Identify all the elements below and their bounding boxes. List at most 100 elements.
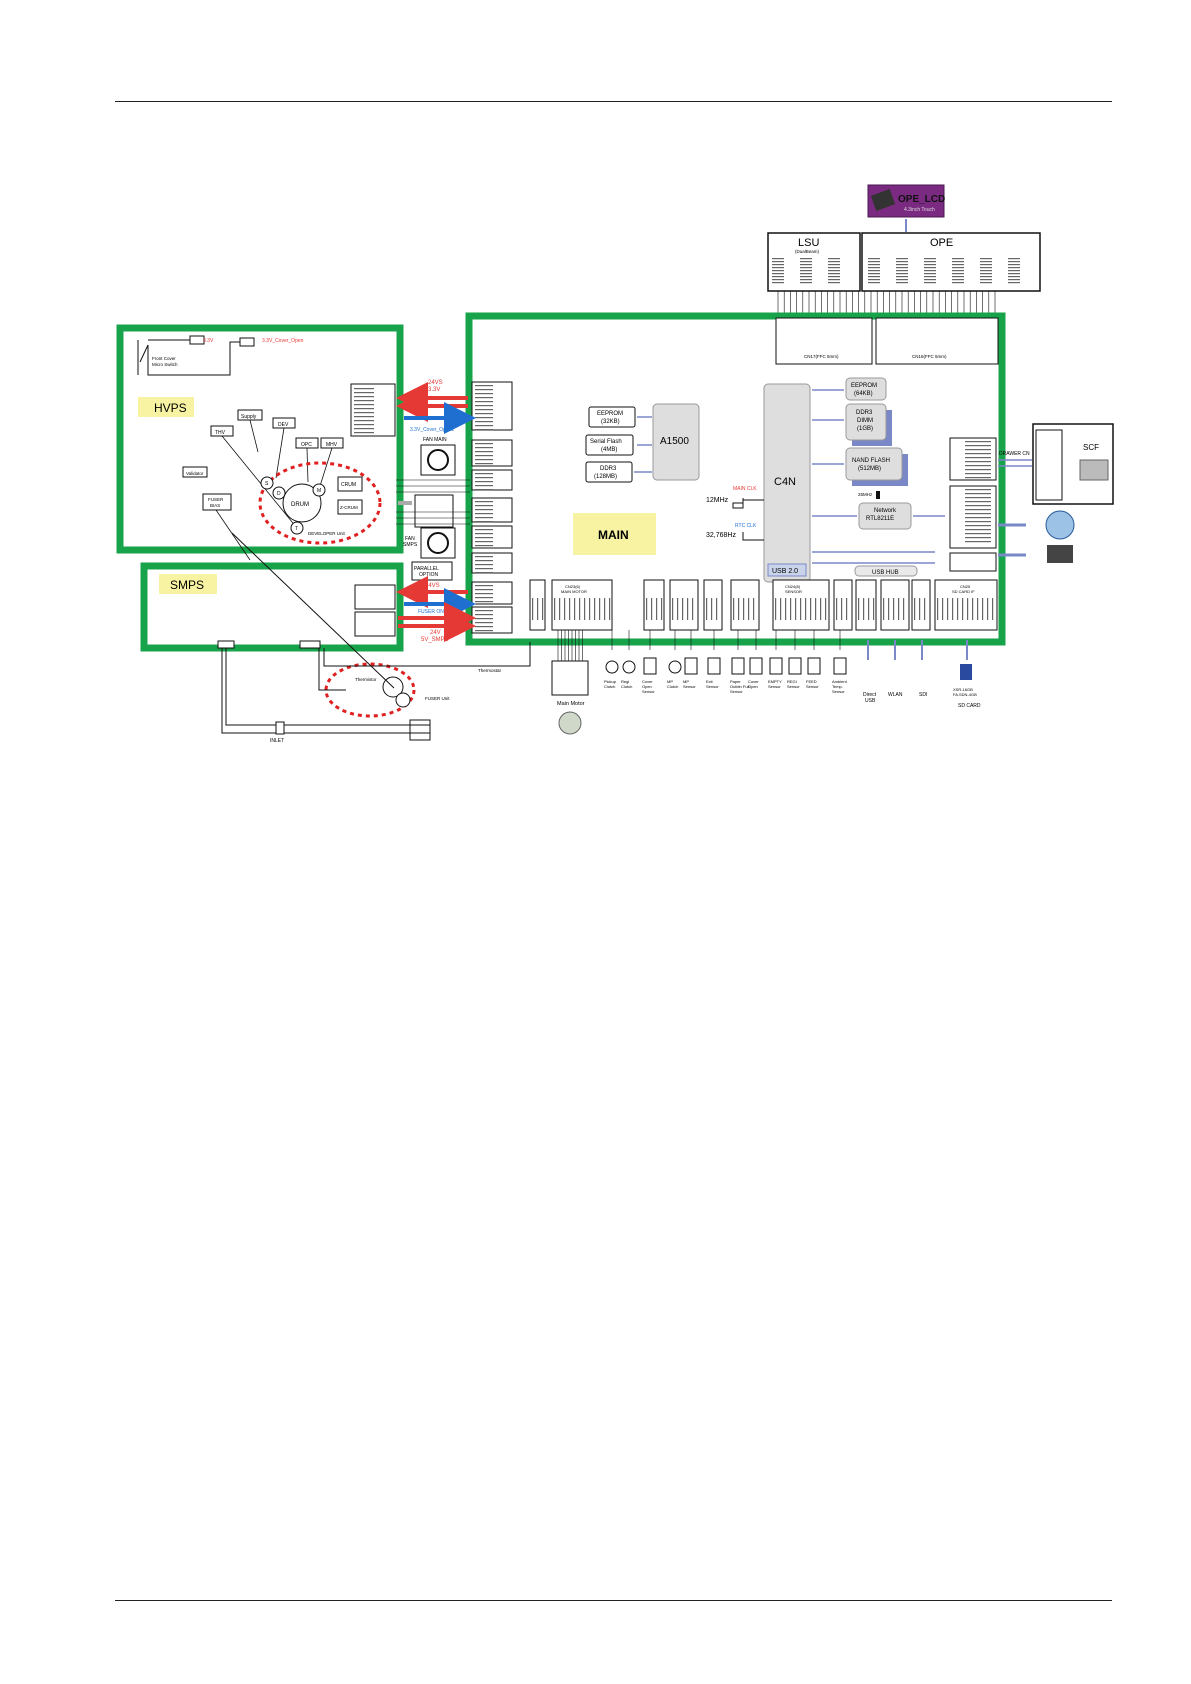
developer-unit-outline bbox=[258, 461, 382, 545]
pin-stub bbox=[952, 273, 964, 275]
pin-stub bbox=[1008, 264, 1020, 266]
pin-stub bbox=[475, 401, 493, 403]
pin-stub bbox=[475, 517, 493, 519]
sensor-icon bbox=[707, 657, 721, 675]
pin-stub bbox=[980, 264, 992, 266]
fuser-on-label: FUSER ON bbox=[418, 609, 444, 615]
sd-card-label: SD CARD bbox=[958, 703, 981, 709]
pin-stub bbox=[1008, 261, 1020, 263]
pin-stub bbox=[924, 261, 936, 263]
pin-stub bbox=[952, 598, 954, 620]
pin-stub bbox=[569, 598, 571, 620]
ope-title: OPE bbox=[930, 237, 953, 249]
pin-stub bbox=[965, 465, 991, 467]
cn17-label: CN17(FFC 5mm) bbox=[804, 354, 839, 359]
pin-stub bbox=[952, 282, 964, 284]
pin-stub bbox=[980, 258, 992, 260]
pin-stub bbox=[584, 598, 586, 620]
ddr3-128mb bbox=[585, 461, 633, 483]
pin-stub bbox=[475, 541, 493, 543]
eeprom-64kb-label: EEPROM(64KB) bbox=[851, 383, 877, 397]
board-connector bbox=[703, 579, 723, 631]
pin-stub bbox=[475, 501, 493, 503]
pin-stub bbox=[815, 598, 817, 620]
pin-stub bbox=[354, 420, 374, 422]
sensor-icon bbox=[833, 657, 847, 675]
fuser-bias-block bbox=[202, 493, 232, 511]
pin-stub bbox=[475, 509, 493, 511]
pin-stub bbox=[965, 473, 991, 475]
pin-stub bbox=[609, 598, 611, 620]
pin-stub bbox=[475, 389, 493, 391]
pin-stub bbox=[800, 261, 812, 263]
pin-stub bbox=[716, 598, 718, 620]
pin-stub bbox=[800, 273, 812, 275]
pin-stub bbox=[475, 589, 493, 591]
pin-stub bbox=[868, 276, 880, 278]
lsu-title: LSU bbox=[798, 237, 819, 249]
board-connector bbox=[669, 579, 699, 631]
scf-module: SCF DRAWER CN bbox=[998, 423, 1114, 563]
pin-stub bbox=[924, 264, 936, 266]
pin-stub bbox=[800, 270, 812, 272]
fuser-unit: Thermistor Thermostat FUSER Unit INLET bbox=[221, 532, 531, 744]
pin-stub bbox=[677, 598, 679, 620]
network-chip bbox=[858, 502, 912, 530]
pin-stub bbox=[475, 556, 493, 558]
pin-stub bbox=[965, 477, 991, 479]
eeprom-64kb bbox=[845, 377, 887, 401]
pin-stub bbox=[475, 626, 493, 628]
drum-label: DRUM bbox=[291, 502, 309, 508]
pin-stub bbox=[868, 264, 880, 266]
pin-stub bbox=[952, 279, 964, 281]
pin-stub bbox=[896, 264, 908, 266]
pin-stub bbox=[828, 270, 840, 272]
pin-stub bbox=[772, 276, 784, 278]
pin-stub bbox=[828, 258, 840, 260]
pin-stub bbox=[475, 521, 493, 523]
pin-stub bbox=[965, 541, 991, 543]
opc-label: OPC bbox=[301, 442, 312, 448]
pin-stub bbox=[475, 463, 493, 465]
serial-flash bbox=[585, 434, 634, 456]
rtc-clk-label: RTC CLK bbox=[735, 523, 757, 529]
pin-stub bbox=[594, 598, 596, 620]
a1500-label: A1500 bbox=[660, 436, 689, 447]
pin-stub bbox=[800, 258, 812, 260]
ope-lcd-module: OPE_LCD 4.3inch Touch bbox=[867, 184, 945, 218]
pin-stub bbox=[896, 270, 908, 272]
pin-stub bbox=[924, 598, 926, 620]
pin-stub bbox=[475, 537, 493, 539]
pin-stub bbox=[965, 497, 991, 499]
smps-board: SMPS bbox=[140, 562, 404, 652]
pin-stub bbox=[863, 598, 865, 620]
pin-stub bbox=[599, 598, 601, 620]
pin-stub bbox=[965, 445, 991, 447]
pin-stub bbox=[1008, 267, 1020, 269]
main-label: MAIN bbox=[598, 528, 629, 542]
pin-stub bbox=[924, 276, 936, 278]
peripheral-wiring bbox=[557, 630, 583, 661]
pin-stub bbox=[965, 533, 991, 535]
pin-stub bbox=[706, 598, 708, 620]
pin-stub bbox=[883, 598, 885, 620]
pin-stub bbox=[475, 481, 493, 483]
pin-stub bbox=[775, 598, 777, 620]
computer-icon bbox=[1047, 545, 1073, 563]
validator-label: Validator bbox=[186, 471, 204, 476]
node-m: M bbox=[317, 488, 321, 494]
main-motor: Main Motor bbox=[551, 660, 589, 735]
pin-stub bbox=[354, 424, 374, 426]
pin-stub bbox=[888, 598, 890, 620]
pin-stub bbox=[532, 598, 534, 620]
pin-stub bbox=[810, 598, 812, 620]
